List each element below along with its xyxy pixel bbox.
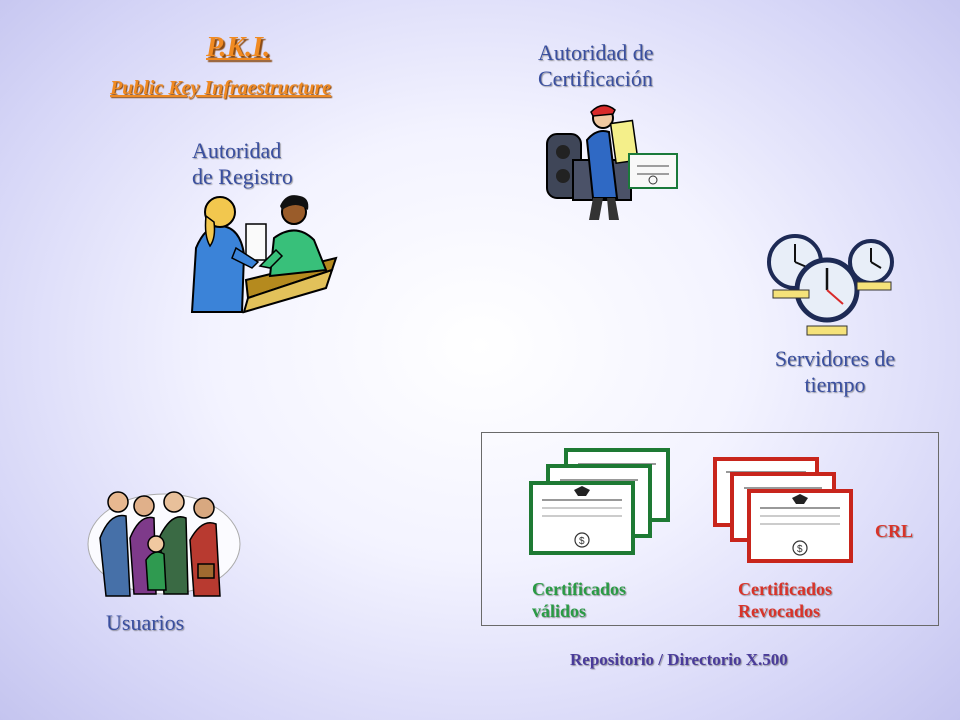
- slide-title: P.K.I.: [206, 32, 271, 63]
- svg-text:$: $: [579, 536, 585, 547]
- revoked-certificates-line2: Revocados: [738, 601, 820, 621]
- valid-certificates-line2: válidos: [532, 601, 587, 621]
- certification-press-clipart: [546, 104, 678, 220]
- time-servers-line1: Servidores de: [774, 346, 896, 371]
- crl-label: CRL: [875, 521, 914, 541]
- registration-authority-line1: Autoridad: [192, 138, 282, 163]
- registration-desk-clipart: [190, 195, 338, 314]
- revoked-certificates-line1: Certificados: [738, 579, 832, 599]
- slide-subtitle: Public Key Infraestructure: [110, 77, 332, 99]
- valid-certificates-line1: Certificados: [532, 579, 626, 599]
- certificate-icon: $: [529, 481, 635, 555]
- clocks-clipart: [767, 234, 894, 336]
- time-servers-label: Servidores de tiempo: [760, 346, 910, 398]
- users-label: Usuarios: [106, 610, 185, 635]
- registration-authority-line2: de Registro: [192, 164, 293, 189]
- repository-label: Repositorio / Directorio X.500: [570, 650, 788, 669]
- time-servers-line2: tiempo: [804, 372, 866, 397]
- certification-authority-line2: Certificación: [538, 66, 653, 91]
- registration-authority-label: Autoridad de Registro: [192, 138, 332, 190]
- valid-certificates-stack: $: [529, 448, 670, 555]
- certificate-icon: $: [747, 489, 853, 563]
- revoked-certificates-stack: $: [713, 457, 853, 563]
- certification-authority-label: Autoridad de Certificación: [538, 40, 698, 92]
- valid-certificates-label: Certificados válidos: [532, 578, 626, 622]
- revoked-certificates-label: Certificados Revocados: [738, 578, 832, 622]
- svg-text:$: $: [797, 544, 803, 555]
- users-group-clipart: [87, 491, 241, 597]
- certification-authority-line1: Autoridad de: [538, 40, 654, 65]
- repository-box: [481, 432, 939, 626]
